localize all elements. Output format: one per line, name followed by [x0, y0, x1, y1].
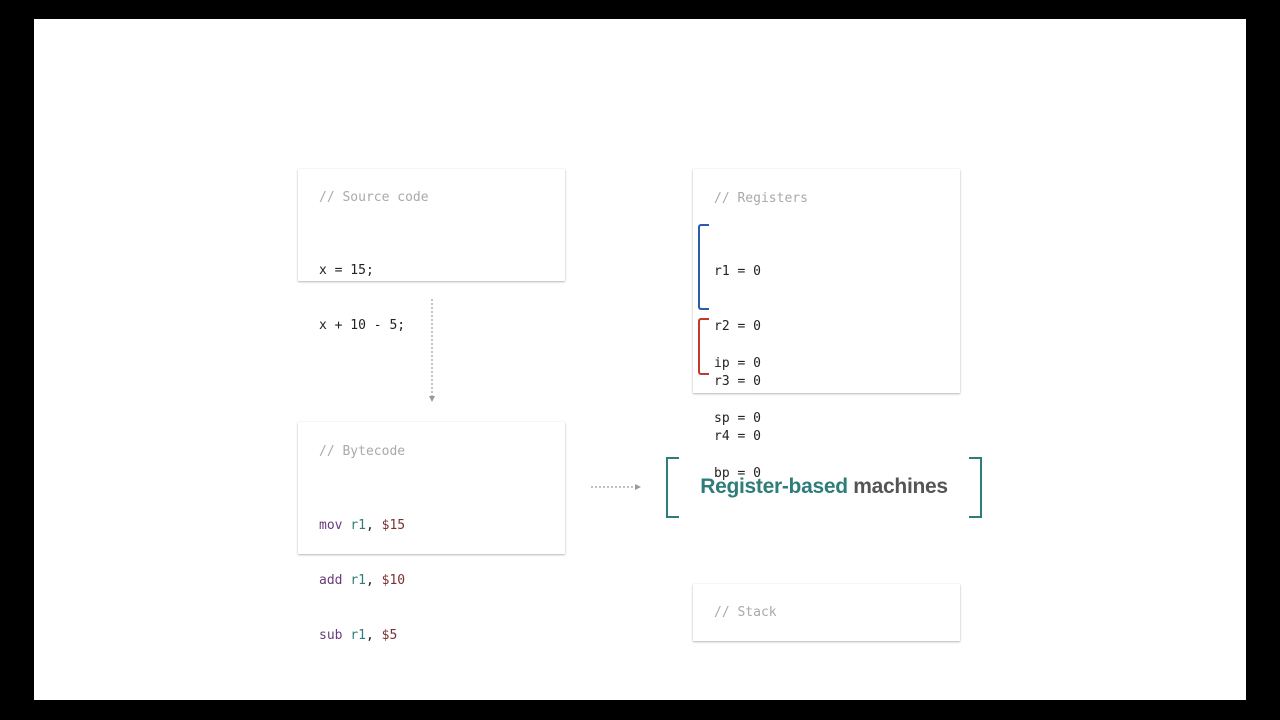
registers-card: // Registers r1 = 0 r2 = 0 r3 = 0 r4 = 0… — [693, 169, 960, 481]
title-left-bracket — [666, 457, 679, 518]
title-rest: machines — [847, 475, 948, 498]
immediate-operand: $5 — [381, 628, 398, 644]
general-registers-block: r1 = 0 r2 = 0 r3 = 0 r4 = 0 — [714, 226, 761, 484]
bytecode-block: mov r1, $15 add r1, $10 sub r1, $5 — [319, 480, 405, 682]
immediate-operand: $15 — [381, 517, 406, 533]
instruction-line: add r1, $10 — [319, 572, 405, 590]
bytecode-comment: // Bytecode — [319, 444, 406, 459]
register-based-machines-title-box: Register-based machines — [666, 457, 982, 518]
registers-comment: // Registers — [714, 191, 808, 206]
register-operand: r1 — [350, 573, 366, 589]
stack-comment: // Stack — [714, 605, 777, 620]
stack-card: // Stack — [693, 584, 960, 641]
special-registers-bracket — [698, 318, 709, 375]
bytecode-to-vm-arrow — [591, 484, 641, 490]
title-accent: Register-based — [700, 475, 848, 498]
bytecode-card: // Bytecode mov r1, $15 add r1, $10 sub … — [298, 422, 565, 643]
source-to-bytecode-arrow — [429, 299, 435, 402]
source-code-card: // Source code x = 15; x + 10 - 5; — [298, 169, 565, 333]
register-line: ip = 0 — [714, 355, 761, 371]
register-line: r4 = 0 — [714, 429, 761, 445]
register-operand: r1 — [350, 517, 366, 533]
operand-separator: , — [365, 517, 382, 533]
instruction-line: sub r1, $5 — [319, 627, 405, 645]
operand-separator: , — [365, 628, 382, 644]
slide: // Source code x = 15; x + 10 - 5; // Re… — [34, 19, 1246, 700]
opcode: mov — [319, 517, 343, 533]
source-line: x = 15; — [319, 262, 374, 278]
register-operand: r1 — [350, 628, 366, 644]
title-right-bracket — [969, 457, 982, 518]
register-line: r1 = 0 — [714, 263, 761, 279]
source-line: x + 10 - 5; — [319, 318, 406, 334]
opcode: add — [319, 573, 343, 589]
general-registers-bracket — [698, 224, 709, 310]
register-line: sp = 0 — [714, 411, 761, 427]
opcode: sub — [319, 628, 343, 644]
register-line: r2 = 0 — [714, 319, 761, 335]
register-based-machines-title: Register-based machines — [666, 475, 982, 499]
immediate-operand: $10 — [381, 573, 406, 589]
special-registers-block: ip = 0 sp = 0 bp = 0 — [714, 318, 761, 520]
instruction-line: mov r1, $15 — [319, 517, 405, 535]
register-line: r3 = 0 — [714, 374, 761, 390]
source-code-comment: // Source code — [319, 190, 429, 205]
source-code-block: x = 15; x + 10 - 5; — [319, 225, 405, 372]
register-line: bp = 0 — [714, 466, 761, 482]
operand-separator: , — [365, 573, 382, 589]
